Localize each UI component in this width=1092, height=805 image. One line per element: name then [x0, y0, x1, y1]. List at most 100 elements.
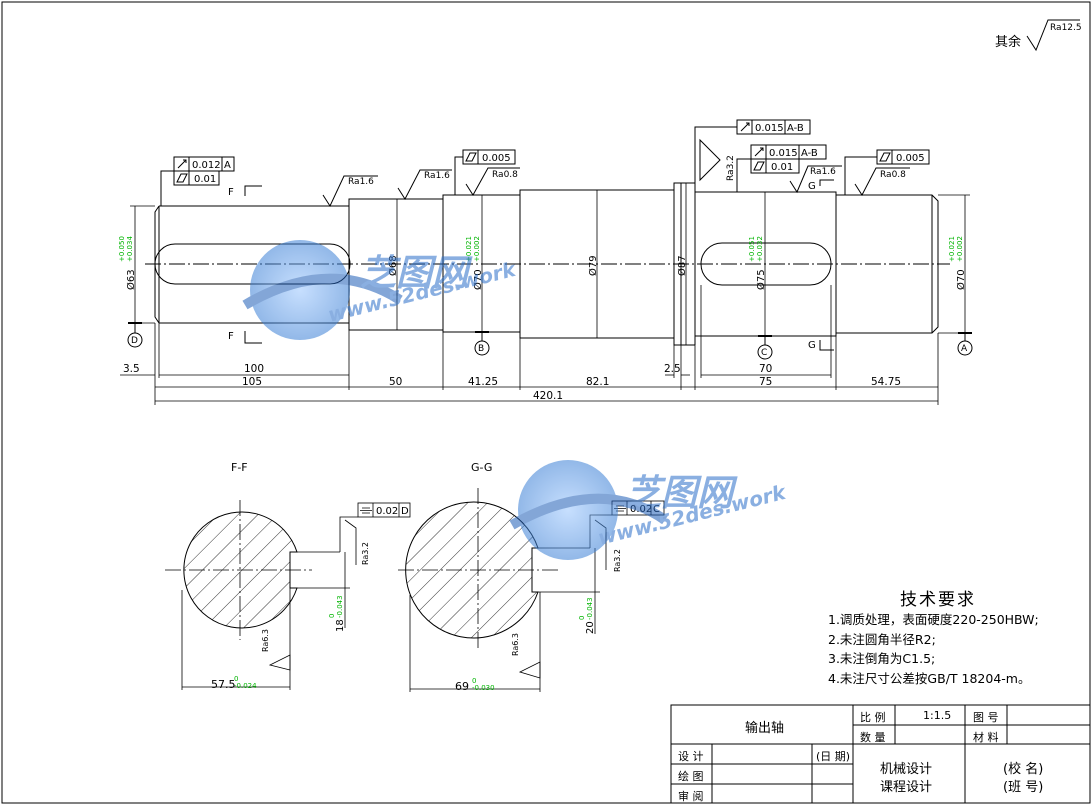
roughness-symbols — [322, 138, 910, 208]
svg-text:芝图网: 芝图网 — [360, 253, 473, 294]
scale-value: 1:1.5 — [923, 709, 952, 722]
svg-text:+0.002: +0.002 — [473, 236, 481, 262]
svg-text:芝图网: 芝图网 — [625, 473, 738, 514]
dia-79: Ø79 — [587, 255, 599, 276]
svg-text:A: A — [224, 160, 231, 171]
svg-text:105: 105 — [242, 376, 262, 388]
section-marks: F F G G — [228, 179, 834, 351]
svg-text:0.012: 0.012 — [192, 160, 221, 171]
material-label: 材 料 — [973, 731, 999, 744]
svg-text:0.005: 0.005 — [482, 153, 511, 164]
svg-text:18: 18 — [335, 619, 346, 632]
svg-text:+0.034: +0.034 — [126, 236, 134, 262]
part-name: 输出轴 — [745, 721, 785, 736]
surface-note: 其余 Ra12.5 — [995, 19, 1082, 52]
review-label: 审 阅 — [678, 790, 704, 803]
svg-text:+0.051: +0.051 — [748, 236, 756, 262]
school-label: (校 名) — [1003, 762, 1044, 777]
svg-text:+0.021: +0.021 — [465, 236, 473, 262]
datum-d-label: D — [131, 336, 138, 346]
date-label: (日 期) — [816, 750, 851, 763]
svg-text:0: 0 — [234, 675, 238, 683]
svg-text:82.1: 82.1 — [586, 376, 609, 388]
ra-label: Ra1.6 — [348, 177, 374, 187]
diameter-dims — [130, 183, 970, 345]
requirement-item: 2.未注圆角半径R2; — [828, 631, 936, 647]
ra-label: Ra0.8 — [492, 170, 518, 180]
svg-text:A-B: A-B — [801, 148, 818, 159]
svg-text:-0.030: -0.030 — [472, 684, 495, 692]
svg-text:41.25: 41.25 — [468, 376, 498, 388]
svg-text:F: F — [228, 331, 234, 342]
requirements-title: 技术要求 — [900, 590, 976, 610]
requirement-item: 4.未注尺寸公差按GB/T 18204-m。 — [828, 670, 1031, 686]
course-label-2: 课程设计 — [880, 780, 933, 795]
draw-label: 绘 图 — [678, 770, 704, 783]
svg-text:-0.043: -0.043 — [586, 597, 594, 620]
svg-text:0: 0 — [472, 677, 476, 685]
ra-label: Ra1.6 — [810, 167, 836, 177]
svg-text:69: 69 — [455, 680, 469, 693]
svg-text:Ra12.5: Ra12.5 — [1050, 23, 1082, 33]
title-block — [670, 704, 1091, 804]
dia-63: Ø63 — [125, 269, 137, 290]
svg-text:0.02: 0.02 — [376, 506, 398, 517]
ra-label: Ra0.8 — [880, 170, 906, 180]
length-dims — [120, 285, 939, 405]
datum-c-label: C — [761, 348, 767, 358]
feature-control-frames — [160, 119, 930, 206]
svg-text:+0.021: +0.021 — [948, 236, 956, 262]
datum-b-label: B — [478, 344, 484, 354]
ra-label: Ra3.2 — [726, 155, 736, 181]
svg-text:+0.050: +0.050 — [118, 236, 126, 262]
svg-text:+0.002: +0.002 — [956, 236, 964, 262]
svg-text:F-F: F-F — [231, 461, 248, 474]
svg-text:0: 0 — [328, 614, 336, 618]
svg-text:F: F — [228, 187, 234, 198]
svg-text:0.01: 0.01 — [771, 162, 793, 173]
svg-text:0.015: 0.015 — [755, 123, 784, 134]
svg-text:50: 50 — [389, 376, 402, 388]
svg-text:20: 20 — [585, 621, 596, 634]
dia-68: Ø68 — [387, 255, 399, 276]
drawing-no-label: 图 号 — [973, 711, 999, 724]
svg-text:0.015: 0.015 — [769, 148, 798, 159]
watermark-logo: 芝图网 www.52des.work — [509, 460, 789, 560]
svg-text:Ra3.2: Ra3.2 — [613, 549, 622, 572]
svg-text:54.75: 54.75 — [871, 376, 901, 388]
svg-text:Ra3.2: Ra3.2 — [361, 542, 370, 565]
svg-text:0: 0 — [578, 616, 586, 620]
course-label: 机械设计 — [880, 762, 933, 777]
design-label: 设 计 — [678, 750, 704, 763]
svg-text:G: G — [808, 340, 816, 351]
datum-symbols — [127, 322, 973, 360]
svg-text:-0.024: -0.024 — [234, 682, 257, 690]
scale-label: 比 例 — [860, 711, 886, 724]
svg-text:3.5: 3.5 — [123, 363, 140, 375]
svg-text:2.5: 2.5 — [664, 363, 681, 375]
ra-label: Ra1.6 — [424, 171, 450, 181]
svg-text:57.5: 57.5 — [211, 678, 236, 691]
svg-text:Ra6.3: Ra6.3 — [511, 633, 520, 656]
svg-text:0.01: 0.01 — [194, 174, 216, 185]
dia-70: Ø70 — [472, 269, 484, 290]
svg-text:100: 100 — [244, 363, 264, 375]
dia-75: Ø75 — [755, 269, 767, 290]
svg-text:70: 70 — [759, 363, 772, 375]
section-ff: F-F 0.02 D Ra3.2 Ra6.3 18 0 -0.043 57.5 … — [165, 461, 411, 691]
svg-text:Ra6.3: Ra6.3 — [261, 629, 270, 652]
qty-label: 数 量 — [860, 731, 886, 744]
section-gg: G-G 0.02 C Ra3.2 Ra6.3 20 0 -0.043 69 0 … — [398, 461, 665, 693]
svg-text:0.005: 0.005 — [896, 153, 925, 164]
svg-text:420.1: 420.1 — [533, 390, 563, 402]
svg-text:G: G — [808, 181, 816, 192]
datum-a-label: A — [961, 344, 968, 354]
svg-text:A-B: A-B — [787, 123, 804, 134]
requirement-item: 1.调质处理，表面硬度220-250HBW; — [828, 612, 1039, 627]
class-label: (班 号) — [1003, 780, 1044, 795]
svg-text:-0.043: -0.043 — [336, 595, 344, 618]
svg-text:75: 75 — [759, 376, 772, 388]
dia-87: Ø87 — [676, 255, 688, 276]
